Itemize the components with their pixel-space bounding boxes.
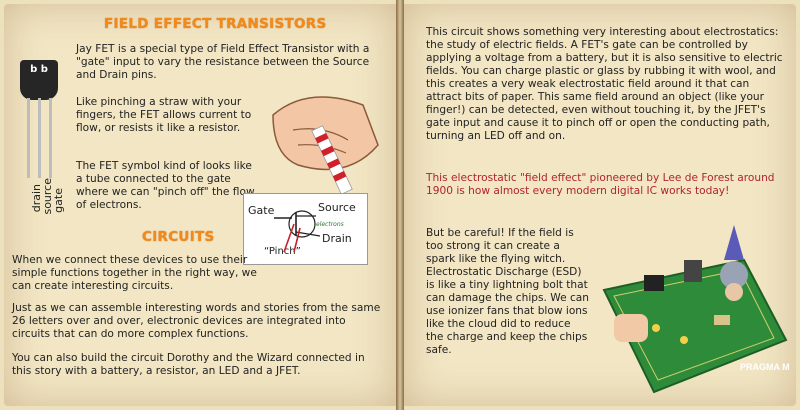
fet-symbol-diagram: Gate Source Drain “Pinch” electrons [243, 193, 368, 265]
fet-transistor-icon: b b drain source gate [10, 60, 65, 220]
fet-leg-drain [27, 98, 30, 178]
intro-paragraph: Jay FET is a special type of Field Effec… [76, 43, 370, 81]
fet-marking: b [30, 64, 38, 75]
symbol-source-label: Source [318, 201, 356, 214]
esd-paragraph: But be careful! If the field is too stro… [426, 227, 590, 356]
pinched-straw-illustration [272, 96, 379, 195]
field-effect-paragraph: This electrostatic "field effect" pionee… [426, 172, 775, 197]
book-gutter [396, 0, 404, 410]
fet-marking: b [40, 64, 48, 75]
circuits-paragraph: When we connect these devices to use the… [12, 254, 257, 292]
straw-paragraph: Like pinching a straw with your fingers,… [76, 96, 252, 134]
circuit-board-illustration: PRAGMA MEDIA [602, 225, 790, 394]
symbol-electrons-label: electrons [316, 221, 344, 228]
build-paragraph: You can also build the circuit Dorothy a… [12, 352, 365, 377]
letters-paragraph: Just as we can assemble interesting word… [12, 302, 381, 340]
symbol-drain-label: Drain [322, 232, 352, 245]
pin-label-gate: gate [52, 188, 65, 213]
fet-leg-gate [49, 98, 52, 178]
symbol-pinch-label: “Pinch” [264, 246, 301, 257]
board-brand-text: PRAGMA MEDIA [740, 362, 790, 372]
electrostatics-paragraph: This circuit shows something very intere… [426, 26, 783, 142]
fet-package: b b [20, 60, 58, 100]
fet-symbol-icon [274, 210, 321, 253]
fet-leg-source [38, 98, 41, 178]
symbol-paragraph: The FET symbol kind of looks like a tube… [76, 160, 255, 211]
symbol-gate-label: Gate [248, 204, 275, 217]
circuits-heading: CIRCUITS [142, 229, 215, 245]
page-title: FIELD EFFECT TRANSISTORS [104, 16, 327, 32]
